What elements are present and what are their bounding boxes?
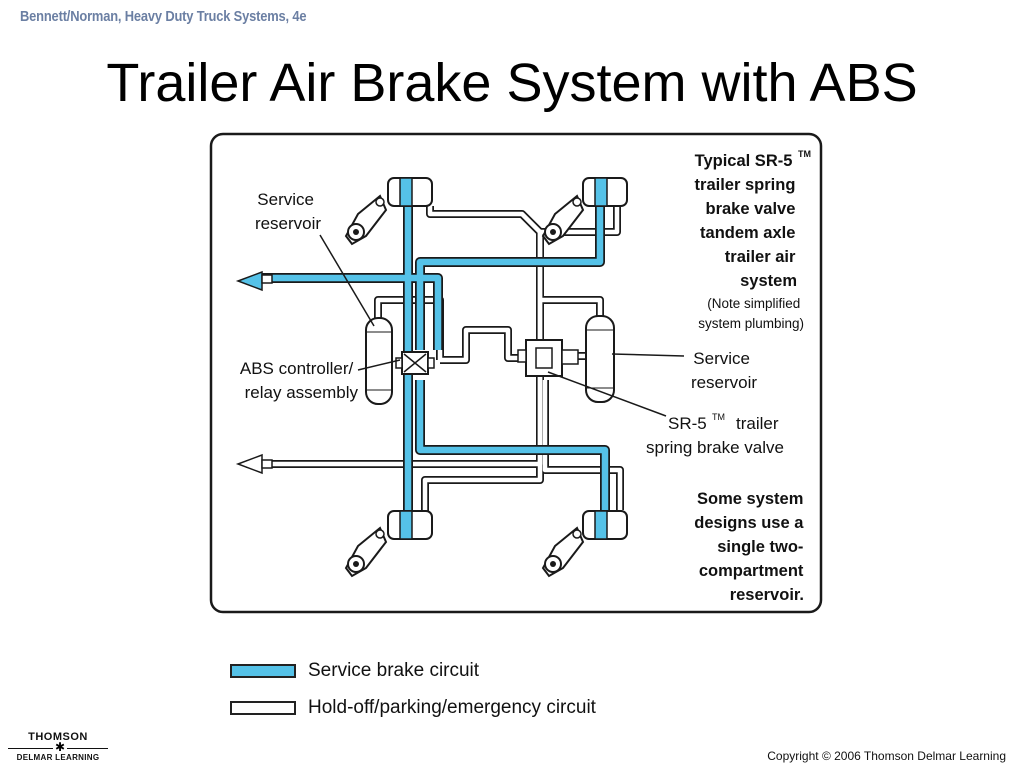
star-icon: ✱ xyxy=(53,740,68,754)
caption-trademark: TM xyxy=(798,149,811,159)
right-service-reservoir-icon xyxy=(585,315,615,403)
legend-label-service: Service brake circuit xyxy=(308,660,480,681)
slide-title: Trailer Air Brake System with ABS xyxy=(106,53,918,113)
diagram-footnote: Some system designs use a single two- co… xyxy=(694,490,808,604)
sr5-trademark: TM xyxy=(712,412,725,422)
legend-swatch-service xyxy=(230,664,296,678)
sr5-spring-brake-valve-icon xyxy=(517,339,579,377)
service-gladhand-icon xyxy=(235,270,273,292)
label-service-reservoir-right: Service reservoir xyxy=(691,349,757,392)
book-title-header: Bennett/Norman, Heavy Duty Truck Systems… xyxy=(20,8,307,25)
diagram-note: (Note simplified system plumbing) xyxy=(698,296,804,331)
label-service-reservoir-left: Service reservoir xyxy=(255,190,321,233)
callout-leader-lines xyxy=(319,234,685,417)
left-service-reservoir-icon xyxy=(365,317,393,405)
label-sr5-valve: SR-5 trailer spring brake valve xyxy=(646,414,784,457)
legend-label-holdoff: Hold-off/parking/emergency circuit xyxy=(308,697,596,718)
legend-swatch-holdoff xyxy=(230,701,296,715)
legend-item-holdoff: Hold-off/parking/emergency circuit xyxy=(230,697,596,719)
diagram-caption: Typical SR-5 trailer spring brake valve … xyxy=(695,152,800,290)
diagram-frame xyxy=(209,132,823,614)
publisher-logo: THOMSON ✱ DELMAR LEARNING xyxy=(8,731,108,762)
label-abs-controller: ABS controller/ relay assembly xyxy=(240,359,359,402)
logo-divider: ✱ xyxy=(8,740,108,754)
abs-relay-valve-icon xyxy=(395,351,435,375)
legend-item-service: Service brake circuit xyxy=(230,660,479,682)
emergency-gladhand-icon xyxy=(235,453,273,475)
copyright-notice: Copyright © 2006 Thomson Delmar Learning xyxy=(767,749,1006,763)
logo-top-text: THOMSON xyxy=(28,731,88,743)
logo-bottom-text: DELMAR LEARNING xyxy=(16,753,100,762)
service-circuit-lines xyxy=(262,200,610,520)
